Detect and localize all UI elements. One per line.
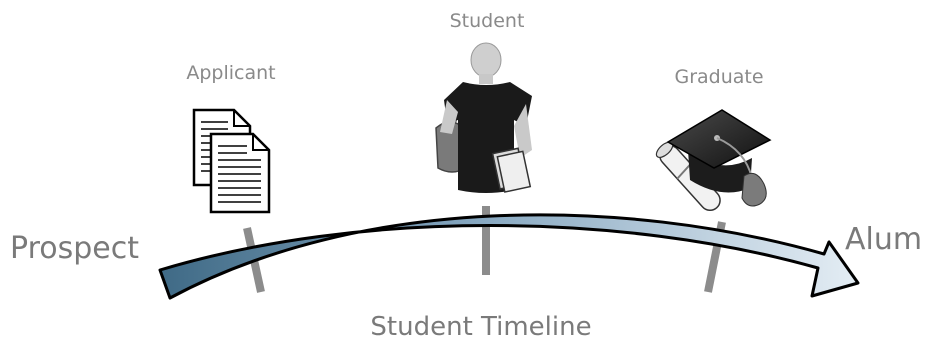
stage-label-applicant: Applicant <box>186 62 276 84</box>
student-silhouette-icon <box>435 42 532 193</box>
stage-label-graduate: Graduate <box>674 66 764 88</box>
start-label: Prospect <box>10 231 139 266</box>
diagram-caption: Student Timeline <box>370 312 592 342</box>
graduation-cap-icon <box>655 109 772 212</box>
end-label: Alum <box>845 222 923 257</box>
documents-icon <box>192 108 271 214</box>
stage-label-student: Student <box>449 10 525 32</box>
timeline-arrow <box>158 213 860 300</box>
